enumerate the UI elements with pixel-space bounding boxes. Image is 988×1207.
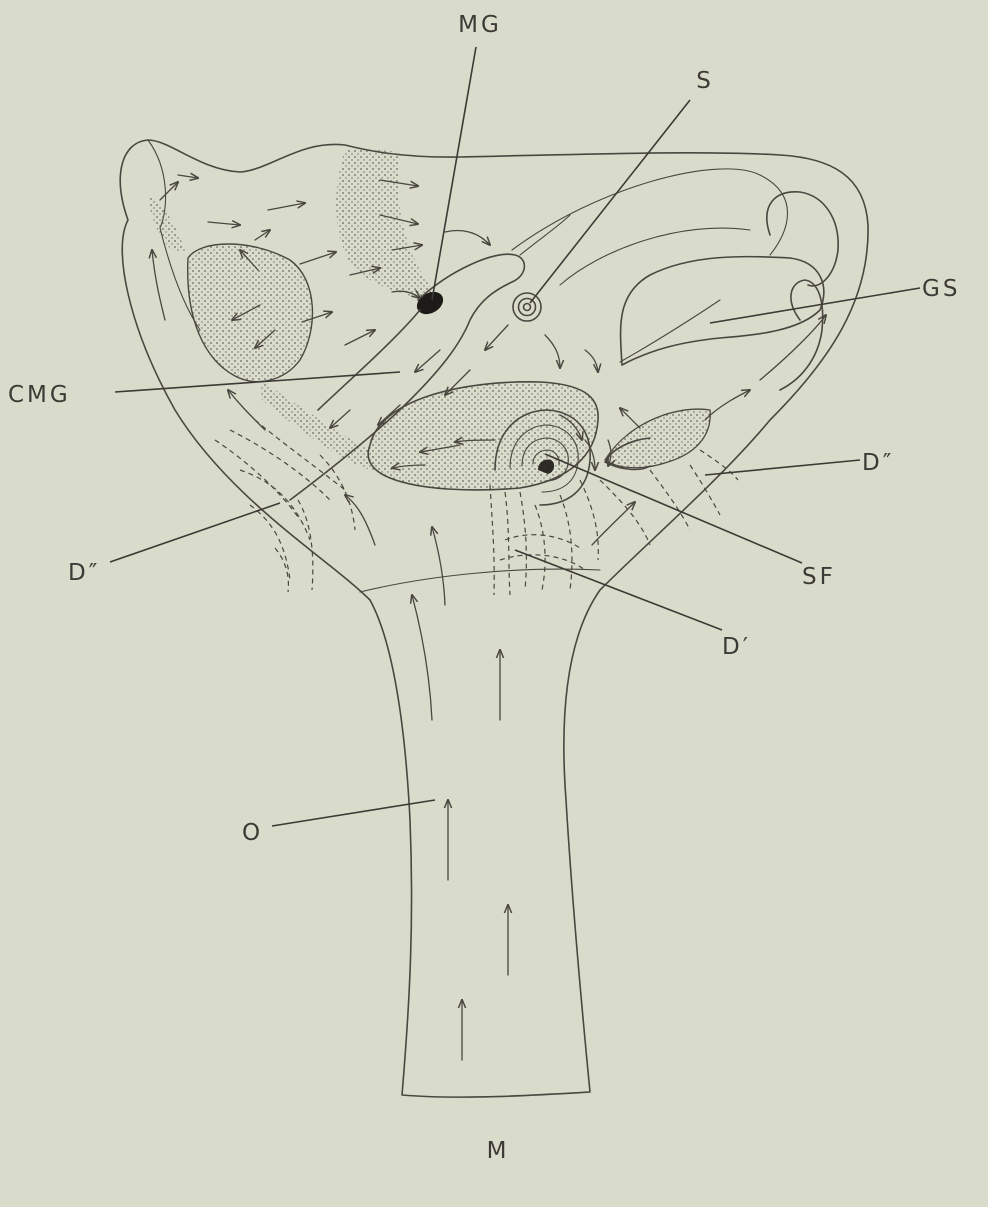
interior-curves bbox=[512, 169, 788, 362]
label-d2-right: D″ bbox=[862, 450, 894, 476]
label-cmg: CMG bbox=[8, 382, 71, 408]
label-mg: MG bbox=[458, 12, 502, 38]
label-d1: D′ bbox=[722, 634, 751, 660]
tube-top-arc bbox=[360, 569, 600, 592]
label-s: S bbox=[696, 68, 714, 94]
labels: MG S GS CMG D″ D″ SF D′ O M bbox=[8, 12, 960, 1164]
label-o: O bbox=[242, 820, 263, 846]
label-m: M bbox=[487, 1138, 510, 1164]
label-sf: SF bbox=[802, 564, 836, 590]
label-gs: GS bbox=[922, 276, 960, 302]
label-d2-left: D″ bbox=[68, 560, 100, 586]
s-marker bbox=[513, 293, 541, 321]
